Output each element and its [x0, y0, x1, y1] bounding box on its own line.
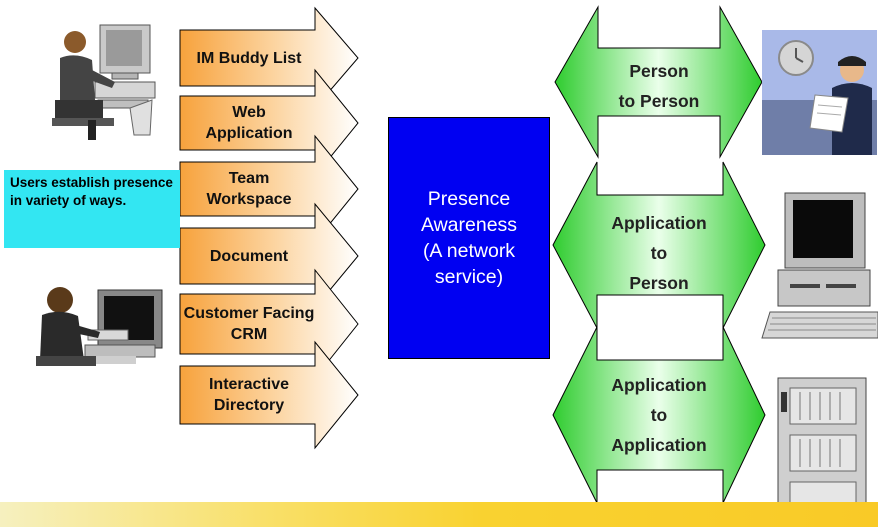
presence-line-4: service) [434, 266, 504, 288]
channel-3-line-2: to [650, 405, 668, 425]
channel-label-application-to-person: Application to Person [590, 208, 728, 298]
presence-line-3: (A network [422, 240, 516, 262]
channel-label-application-to-application: Application to Application [585, 370, 733, 460]
users-presence-callout: Users establish presence in variety of w… [4, 170, 180, 248]
channel-2-line-1: Application [611, 213, 707, 233]
source-arrow-3 [179, 134, 359, 244]
source-label-customer-facing-crm: Customer Facing CRM [183, 305, 315, 343]
channel-1-line-2: to Person [618, 91, 700, 111]
person-at-computer-icon [52, 24, 156, 140]
channel-arrow-2 [552, 161, 766, 329]
channel-label-person-to-person: Person to Person [598, 56, 720, 116]
source-label-interactive-directory: Interactive Directory [208, 376, 290, 414]
source-arrow-5 [179, 268, 359, 380]
presence-line-1: Presence [427, 188, 511, 210]
source-arrow-4 [179, 202, 359, 310]
source-arrow-6 [179, 340, 359, 450]
channel-2-line-3: Person [629, 273, 689, 293]
source-label-im-buddy-list: IM Buddy List [196, 49, 302, 67]
channel-3-line-1: Application [611, 375, 707, 395]
footer-decoration-band [0, 502, 878, 527]
source-arrow-1 [179, 6, 359, 110]
businessman-reading-icon [762, 30, 877, 155]
source-label-web-application: Web Application [205, 104, 293, 142]
channel-3-line-3: Application [611, 435, 707, 455]
presence-line-2: Awareness [420, 214, 518, 236]
desktop-computer-icon [761, 192, 878, 339]
woman-at-computer-icon [36, 287, 163, 366]
source-label-document: Document [209, 247, 289, 265]
source-label-team-workspace: Team Workspace [206, 170, 292, 208]
channel-2-line-2: to [650, 243, 668, 263]
channel-1-line-1: Person [629, 61, 689, 81]
presence-awareness-box: Presence Awareness (A network service) [388, 117, 550, 359]
source-arrow-2 [179, 68, 359, 178]
server-tower-icon [777, 377, 867, 521]
channel-arrow-3 [552, 326, 766, 504]
